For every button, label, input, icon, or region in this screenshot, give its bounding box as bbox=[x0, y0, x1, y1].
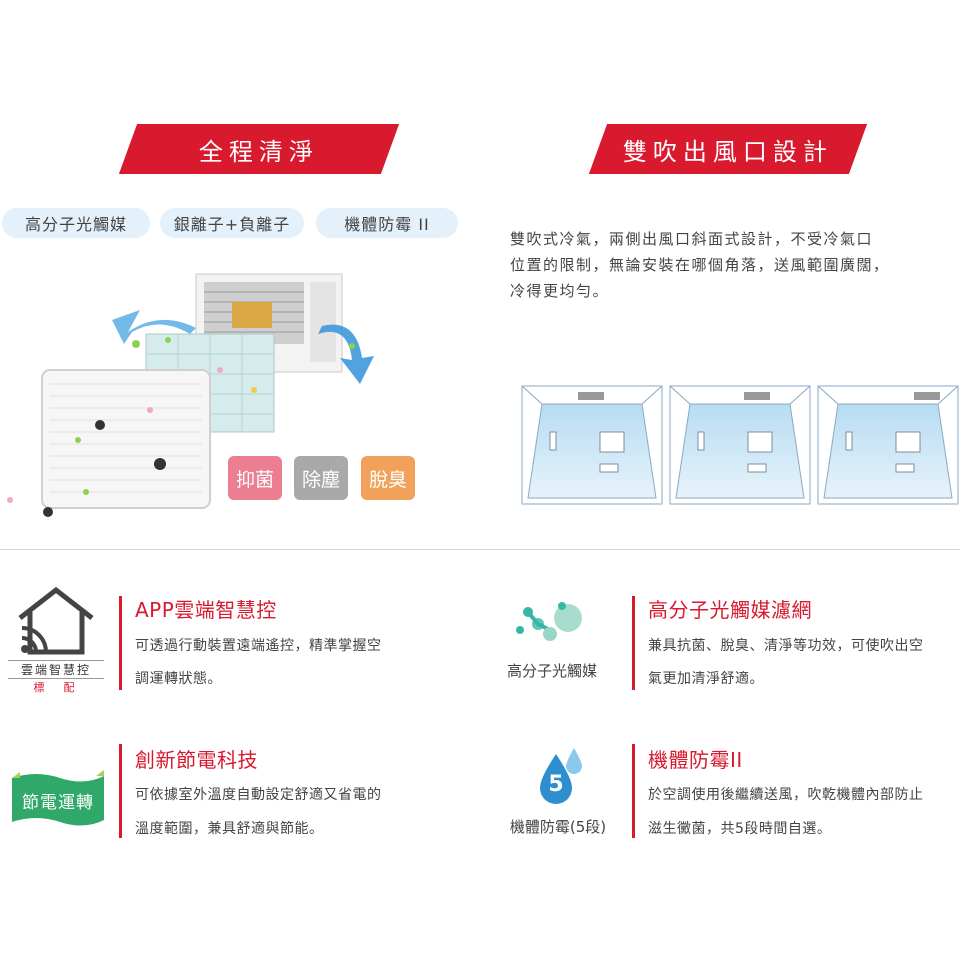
tag-antibacterial: 抑菌 bbox=[228, 456, 282, 500]
airflow-arrow-left bbox=[112, 310, 196, 344]
clean-banner: 全程清淨 bbox=[118, 124, 400, 174]
feature-text-app-1: 可透過行動裝置遠端遙控，精準掌握空 bbox=[135, 638, 382, 654]
feature-text-photocatalyst-1: 兼具抗菌、脫臭、清淨等功效，可使吹出空 bbox=[648, 638, 924, 654]
standard-equipment-label: 標 配 bbox=[33, 681, 79, 694]
pill-silver-ion: 銀離子+負離子 bbox=[160, 208, 304, 238]
feature-text-energy-1: 可依據室外溫度自動設定舒適又省電的 bbox=[135, 787, 382, 803]
energy-flag-icon: 節電運轉 bbox=[8, 768, 108, 830]
room-diagram-2 bbox=[669, 385, 811, 505]
clean-banner-text: 全程清淨 bbox=[199, 137, 319, 166]
ac-unit-illustration bbox=[7, 273, 374, 517]
feature-text-photocatalyst-2: 氣更加清淨舒適。 bbox=[648, 671, 764, 687]
pill-anti-mold: 機體防霉 II bbox=[316, 208, 458, 238]
feature-title-photocatalyst: 高分子光觸媒濾網 bbox=[648, 598, 812, 622]
room-diagram-3 bbox=[817, 385, 959, 505]
feature-text-app-2: 調運轉狀態。 bbox=[135, 671, 222, 687]
feature-text-energy-2: 溫度範圍，兼具舒適與節能。 bbox=[135, 821, 324, 837]
dual-outlet-banner: 雙吹出風口設計 bbox=[588, 124, 868, 174]
feature-bar-2 bbox=[632, 596, 635, 690]
airflow-arrow-right bbox=[318, 324, 374, 384]
feature-bar-1 bbox=[119, 596, 122, 690]
feature-bar-3 bbox=[119, 744, 122, 838]
feature-title-app: APP雲端智慧控 bbox=[135, 598, 277, 622]
dual-outlet-banner-text: 雙吹出風口設計 bbox=[623, 137, 833, 166]
mold-level-number: 5 bbox=[548, 772, 564, 797]
photocatalyst-caption: 高分子光觸媒 bbox=[506, 662, 597, 680]
feature-text-anti-mold-1: 於空調使用後繼續送風，吹乾機體內部防止 bbox=[648, 787, 924, 803]
room-diagrams bbox=[521, 385, 959, 505]
water-drop-icon: 5 bbox=[534, 744, 590, 808]
front-grille bbox=[41, 369, 211, 509]
smart-control-label: 雲端智慧控 bbox=[8, 660, 104, 679]
smart-home-wifi-icon: 雲端智慧控 標 配 bbox=[8, 586, 104, 696]
tag-deodorize: 脫臭 bbox=[361, 456, 415, 500]
dual-outlet-description: 雙吹式冷氣，兩側出風口斜面式設計，不受冷氣口 位置的限制，無論安裝在哪個角落，送… bbox=[510, 230, 890, 300]
anti-mold-caption: 機體防霉(5段) bbox=[509, 818, 607, 836]
feature-title-energy: 創新節電科技 bbox=[135, 748, 258, 772]
pill-photocatalyst: 高分子光觸媒 bbox=[2, 208, 150, 238]
tag-dust-removal: 除塵 bbox=[294, 456, 348, 500]
feature-title-anti-mold: 機體防霉II bbox=[648, 748, 743, 772]
feature-text-anti-mold-2: 滋生黴菌，共5段時間自選。 bbox=[648, 821, 832, 837]
energy-flag-label: 節電運轉 bbox=[22, 793, 94, 813]
room-diagram-1 bbox=[521, 385, 663, 505]
section-divider bbox=[0, 549, 960, 550]
photocatalyst-icon bbox=[516, 602, 582, 641]
feature-bar-4 bbox=[632, 744, 635, 838]
